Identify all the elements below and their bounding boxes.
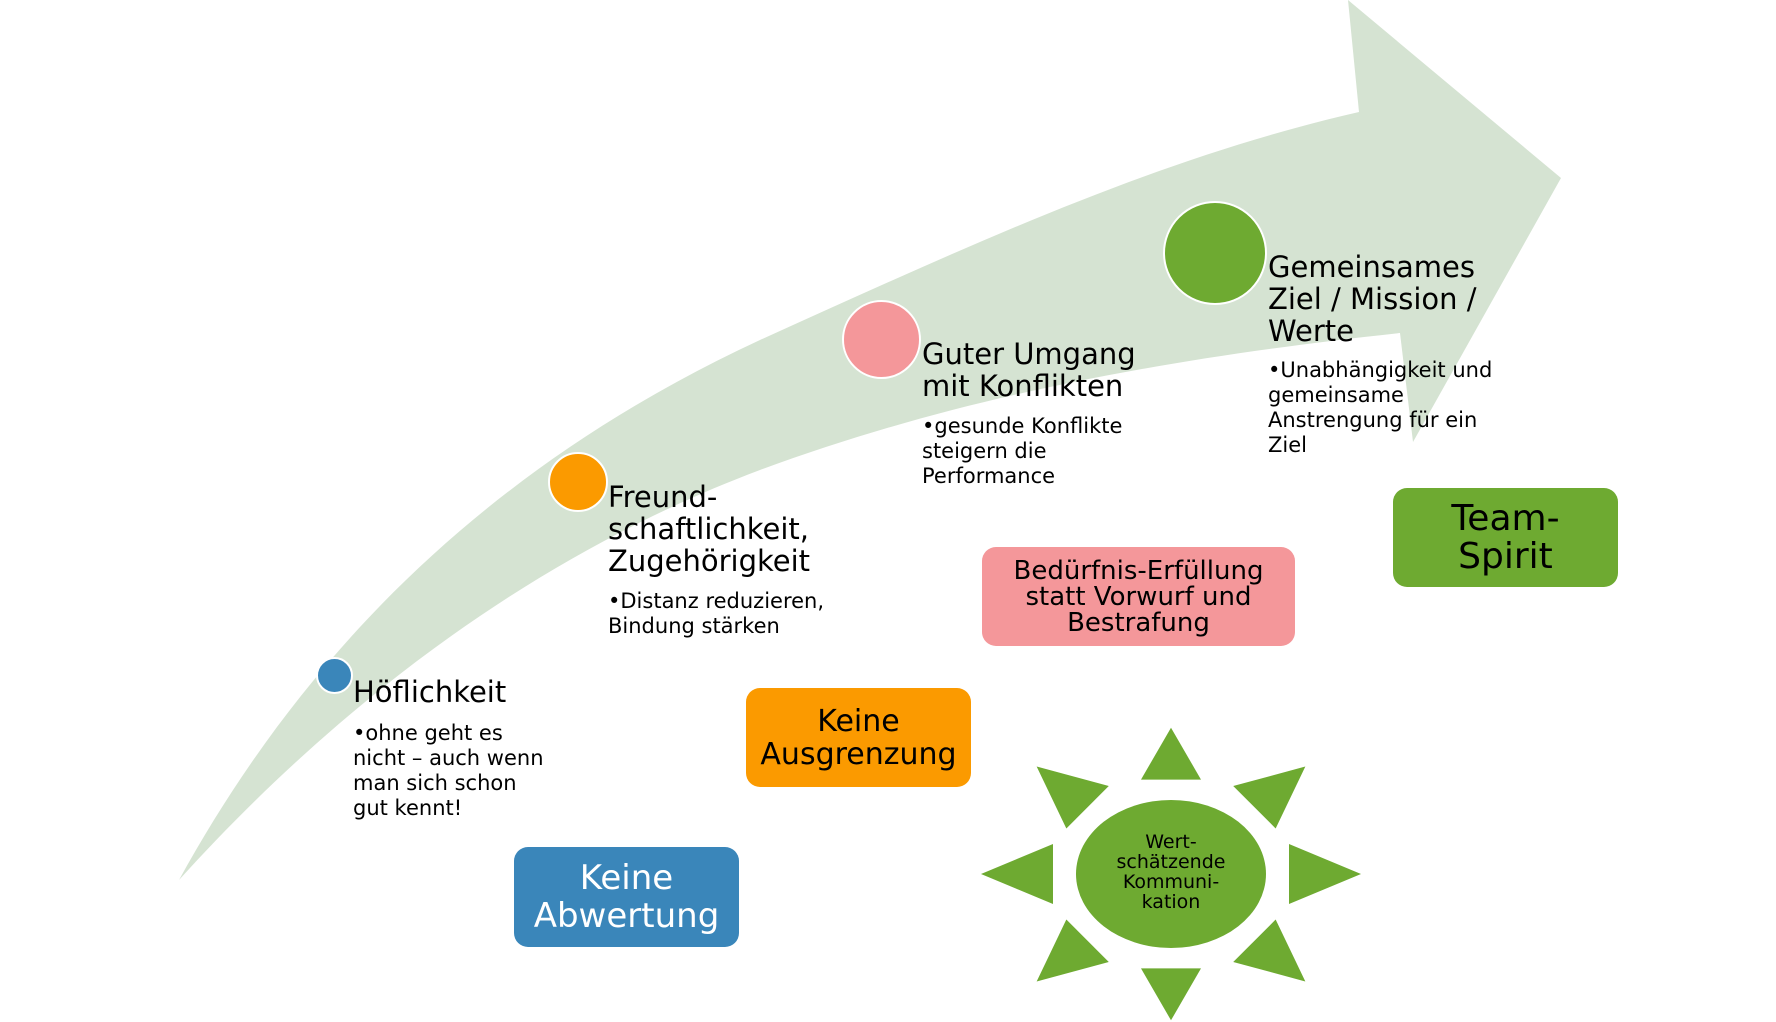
box-keine-abwertung: Keine Abwertung	[514, 847, 739, 947]
stage-marker-hoeflichkeit	[316, 657, 353, 694]
stage-bullet-gemeinsames-ziel: •Unabhängigkeit und gemeinsame Anstrengu…	[1268, 358, 1493, 457]
box-keine-ausgrenzung: Keine Ausgrenzung	[746, 688, 971, 787]
sun-ray-left-icon	[981, 844, 1053, 904]
sun-ray-down-right-icon	[1233, 919, 1306, 982]
box-beduerfnis-erfuellung-label: Bedürfnis-Erfüllung statt Vorwurf und Be…	[1013, 555, 1264, 638]
sun-shape	[981, 727, 1361, 1021]
sun-ray-up-left-icon	[1036, 766, 1109, 829]
sun-ray-right-icon	[1289, 844, 1361, 904]
sun-ray-up-right-icon	[1233, 766, 1306, 829]
stage-bullet-freundschaftlichkeit: •Distanz reduzieren, Bindung stärken	[608, 589, 825, 638]
stage-marker-gemeinsames-ziel	[1163, 201, 1267, 305]
stage-bullet-hoeflichkeit: •ohne geht es nicht – auch wenn man sich…	[353, 721, 544, 820]
stage-marker-freundschaftlichkeit	[548, 452, 608, 512]
box-keine-ausgrenzung-label: Keine Ausgrenzung	[760, 703, 957, 772]
box-team-spirit-label: Team- Spirit	[1451, 497, 1560, 577]
sun-ray-up-icon	[1141, 727, 1201, 780]
sun-ray-down-left-icon	[1036, 919, 1109, 982]
stage-marker-konflikte	[842, 300, 921, 379]
stage-heading-hoeflichkeit: Höflichkeit	[353, 675, 507, 709]
stage-heading-freundschaftlichkeit: Freund- schaftlichkeit, Zugehörigkeit	[608, 480, 811, 578]
box-team-spirit: Team- Spirit	[1393, 488, 1618, 587]
sun-center-ellipse	[1076, 800, 1266, 948]
sun-label: Wert- schätzende Kommuni- kation	[1116, 831, 1226, 913]
stage-heading-gemeinsames-ziel: Gemeinsames Ziel / Mission / Werte	[1268, 250, 1477, 348]
stage-heading-konflikte: Guter Umgang mit Konflikten	[922, 337, 1136, 403]
box-keine-abwertung-label: Keine Abwertung	[533, 858, 720, 936]
sun-ray-down-icon	[1141, 968, 1201, 1021]
box-beduerfnis-erfuellung: Bedürfnis-Erfüllung statt Vorwurf und Be…	[982, 547, 1295, 646]
stage-bullet-konflikte: •gesunde Konflikte steigern die Performa…	[922, 414, 1123, 488]
